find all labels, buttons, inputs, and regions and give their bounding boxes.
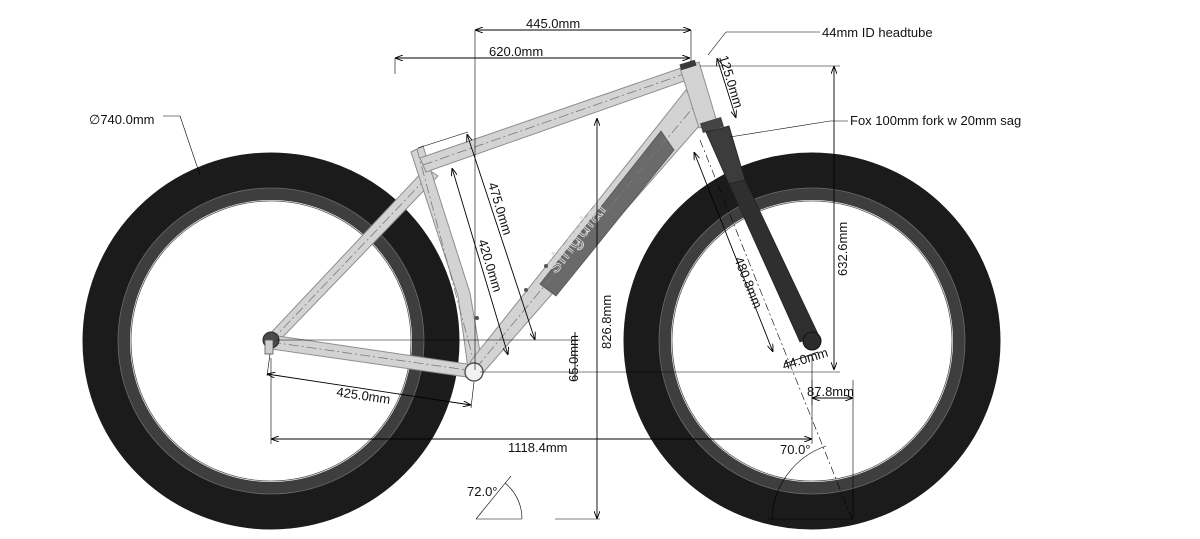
- trail-label: 87.8mm: [807, 384, 854, 399]
- headtube-leader: [707, 31, 727, 56]
- headtube-id-label: 44mm ID headtube: [822, 25, 933, 40]
- bottle-boss: [475, 316, 479, 320]
- chainstay-label: 425.0mm: [336, 384, 392, 407]
- seat-tube-cc-label: 420.0mm: [475, 237, 505, 293]
- seat-tube-ctt-label: 475.0mm: [485, 180, 515, 236]
- seat-stay-centerline: [270, 171, 433, 342]
- frame: singular: [262, 59, 718, 382]
- chainstay-extension: [266, 353, 271, 377]
- front-axle: [802, 331, 822, 351]
- bottle-boss: [544, 264, 548, 268]
- front-wheel: [623, 152, 1001, 530]
- bb-height-label: 826.8mm: [599, 295, 614, 349]
- steering-axis: [699, 139, 853, 520]
- seat-tube-cc-dim-line: [452, 168, 508, 355]
- fork-note-label: Fox 100mm fork w 20mm sag: [850, 113, 1021, 128]
- fork-offset-dim-line: [783, 351, 819, 365]
- reach-label: 445.0mm: [526, 16, 580, 31]
- fork-leader: [729, 120, 831, 138]
- fork-length-dim-line: [694, 152, 773, 352]
- head-angle-label: 70.0°: [780, 442, 811, 457]
- front-rim-edge: [658, 187, 966, 495]
- fork-offset-label: 44.0mm: [780, 345, 829, 373]
- seat-angle-arc: [504, 482, 523, 520]
- chainstay-extension: [470, 381, 475, 409]
- wheel-diameter-label: ∅740.0mm: [89, 112, 155, 127]
- bb-drop-label: 65.0mm: [566, 335, 581, 382]
- head-angle-arc: [771, 445, 827, 520]
- fork-upper: [705, 125, 746, 185]
- fork-length-label: 480.8mm: [731, 255, 765, 311]
- front-rim-inner-edge: [671, 200, 953, 482]
- rear-tire: [82, 152, 460, 530]
- chain-stay-centerline: [270, 341, 475, 372]
- rear-wheel: [82, 152, 460, 530]
- head-tube-length-label: 125.0mm: [716, 53, 746, 109]
- top-tube-label: 620.0mm: [489, 44, 543, 59]
- dimensions: [163, 30, 854, 520]
- front-tire: [623, 152, 1001, 530]
- rear-dropout: [264, 339, 274, 355]
- chainstay-dim-line: [267, 374, 471, 405]
- down-tube-decal: [539, 130, 675, 297]
- rear-rim-inner-edge: [130, 200, 412, 482]
- seat-tube-ctt-dim-line: [467, 134, 535, 340]
- diameter-leader: [179, 115, 201, 176]
- front-rim: [659, 188, 965, 494]
- fork-crown: [700, 117, 724, 133]
- seat-tube-extension: [417, 131, 469, 149]
- dimension-labels: 445.0mm 620.0mm 44mm ID headtube Fox 100…: [89, 16, 1021, 499]
- top-tube-centerline: [422, 72, 688, 166]
- stack-label: 632.6mm: [835, 222, 850, 276]
- bottle-boss: [524, 288, 528, 292]
- headset-top: [679, 59, 697, 71]
- head-tube-dim-line: [717, 58, 736, 118]
- rear-rim-edge: [117, 187, 425, 495]
- seat-angle-label: 72.0°: [467, 484, 498, 499]
- rear-rim: [118, 188, 424, 494]
- wheelbase-label: 1118.4mm: [508, 440, 568, 455]
